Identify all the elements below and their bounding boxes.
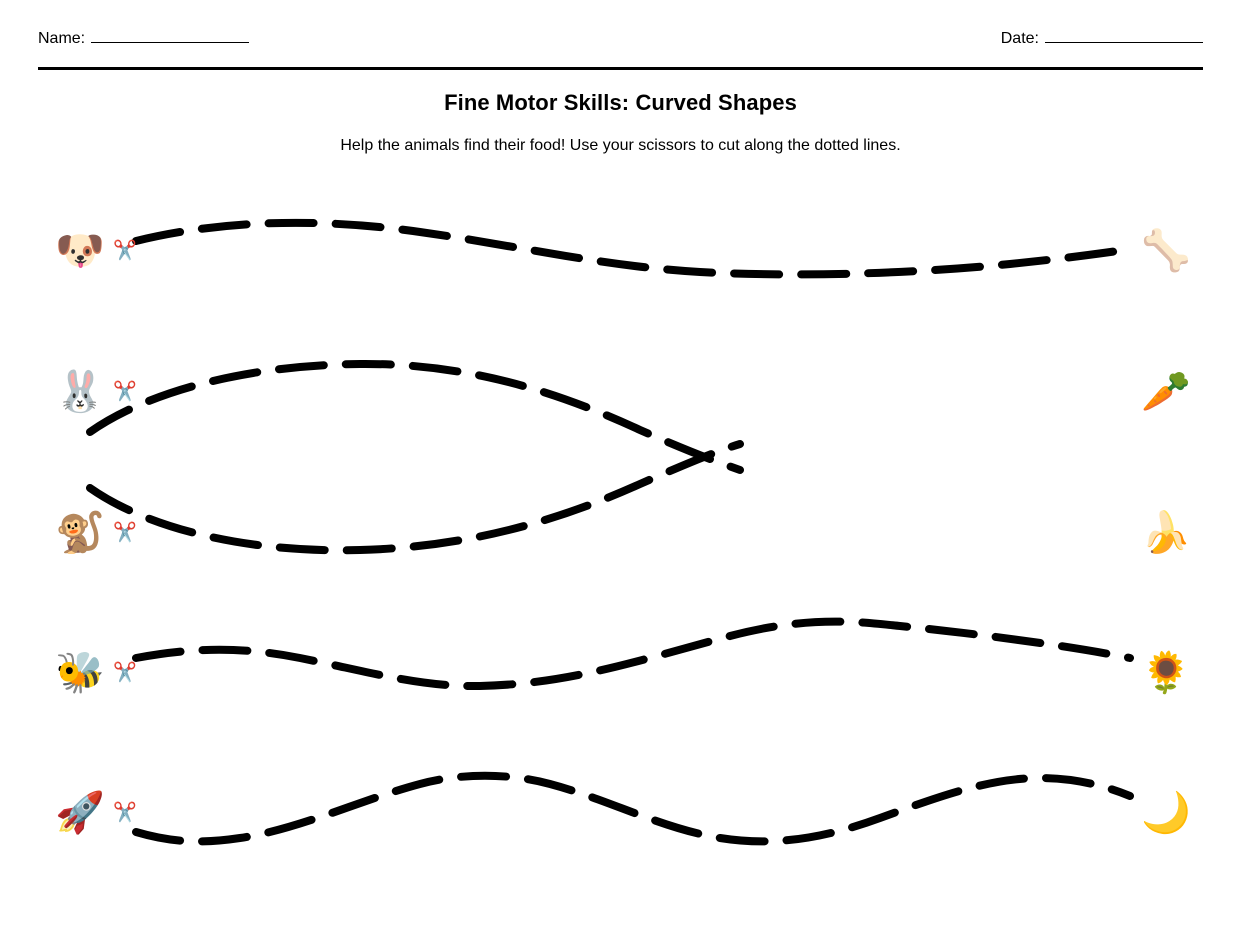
worksheet-header: Name: Date: bbox=[38, 28, 1203, 70]
scissors-icon: ✂️ bbox=[113, 240, 137, 262]
row-monkey-banana: 🐒 ✂️ 🍌 bbox=[0, 473, 1241, 593]
row-bee-sunflower: 🐝 ✂️ 🌻 bbox=[0, 613, 1241, 733]
page-subtitle: Help the animals find their food! Use yo… bbox=[340, 137, 901, 154]
bone-icon: 🦴 bbox=[1141, 229, 1191, 273]
monkey-icon: 🐒 bbox=[55, 511, 105, 555]
name-write-line[interactable] bbox=[91, 28, 250, 43]
banana-icon: 🍌 bbox=[1141, 511, 1191, 555]
scissors-icon: ✂️ bbox=[113, 381, 137, 403]
scissors-icon: ✂️ bbox=[113, 662, 137, 684]
rabbit-face-icon: 🐰 bbox=[55, 370, 105, 414]
date-field: Date: bbox=[1001, 28, 1203, 49]
scissors-icon: ✂️ bbox=[113, 522, 137, 544]
row-dog-bone: 🐶 ✂️ 🦴 bbox=[0, 191, 1241, 311]
date-label: Date: bbox=[1000, 30, 1039, 47]
carrot-icon: 🥕 bbox=[1141, 370, 1191, 414]
rocket-icon: 🚀 bbox=[55, 791, 105, 835]
crescent-moon-icon: 🌙 bbox=[1141, 791, 1191, 835]
name-label: Name: bbox=[38, 30, 86, 47]
row-rocket-moon: 🚀 ✂️ 🌙 bbox=[0, 753, 1241, 873]
dog-face-icon: 🐶 bbox=[55, 229, 105, 273]
sunflower-icon: 🌻 bbox=[1141, 651, 1191, 695]
name-field: Name: bbox=[38, 28, 250, 49]
date-write-line[interactable] bbox=[1045, 28, 1203, 43]
honeybee-icon: 🐝 bbox=[55, 651, 105, 695]
page-title: Fine Motor Skills: Curved Shapes bbox=[444, 90, 797, 115]
header-divider bbox=[38, 67, 1203, 70]
row-rabbit-carrot: 🐰 ✂️ 🥕 bbox=[0, 332, 1241, 452]
scissors-icon: ✂️ bbox=[113, 802, 137, 824]
